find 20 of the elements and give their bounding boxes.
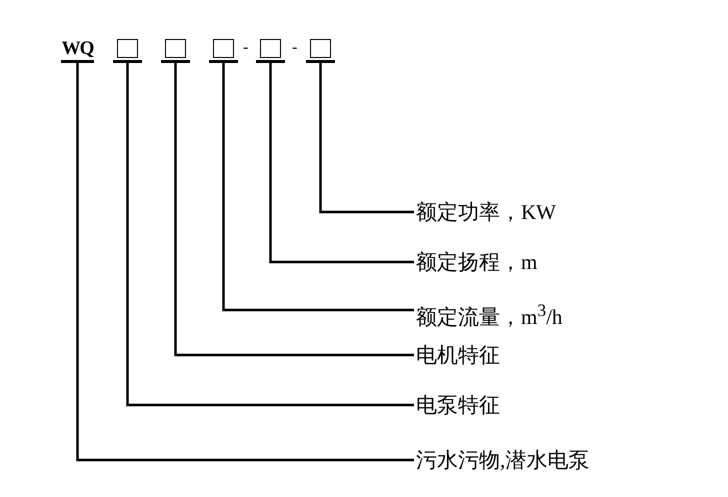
designation-meaning-label: 电泵特征 [416, 392, 500, 418]
designation-meaning-label: 额定扬程，m [416, 249, 538, 275]
designation-meaning-label: 额定功率，KW [416, 199, 556, 225]
leader-line [222, 63, 414, 312]
code-slot-underline [306, 36, 335, 63]
designation-meaning-label: 额定流量，m$^{3}$/h [416, 297, 562, 330]
leader-line [319, 63, 414, 214]
leader-line [174, 63, 414, 356]
code-slot-underline [256, 36, 285, 63]
leader-line [126, 63, 414, 406]
leader-line [269, 63, 414, 264]
designation-meaning-label: 电机特征 [416, 342, 500, 368]
leader-line [76, 63, 414, 462]
designation-meaning-label: 污水污物,潜水电泵 [416, 447, 590, 473]
separator-dash: - [243, 40, 248, 56]
code-slot-underline [209, 36, 238, 63]
code-slot-underline [113, 36, 142, 63]
separator-dash: - [292, 40, 298, 56]
code-slot-underline [161, 36, 190, 63]
underlined-code-letters: WQ [61, 36, 94, 63]
